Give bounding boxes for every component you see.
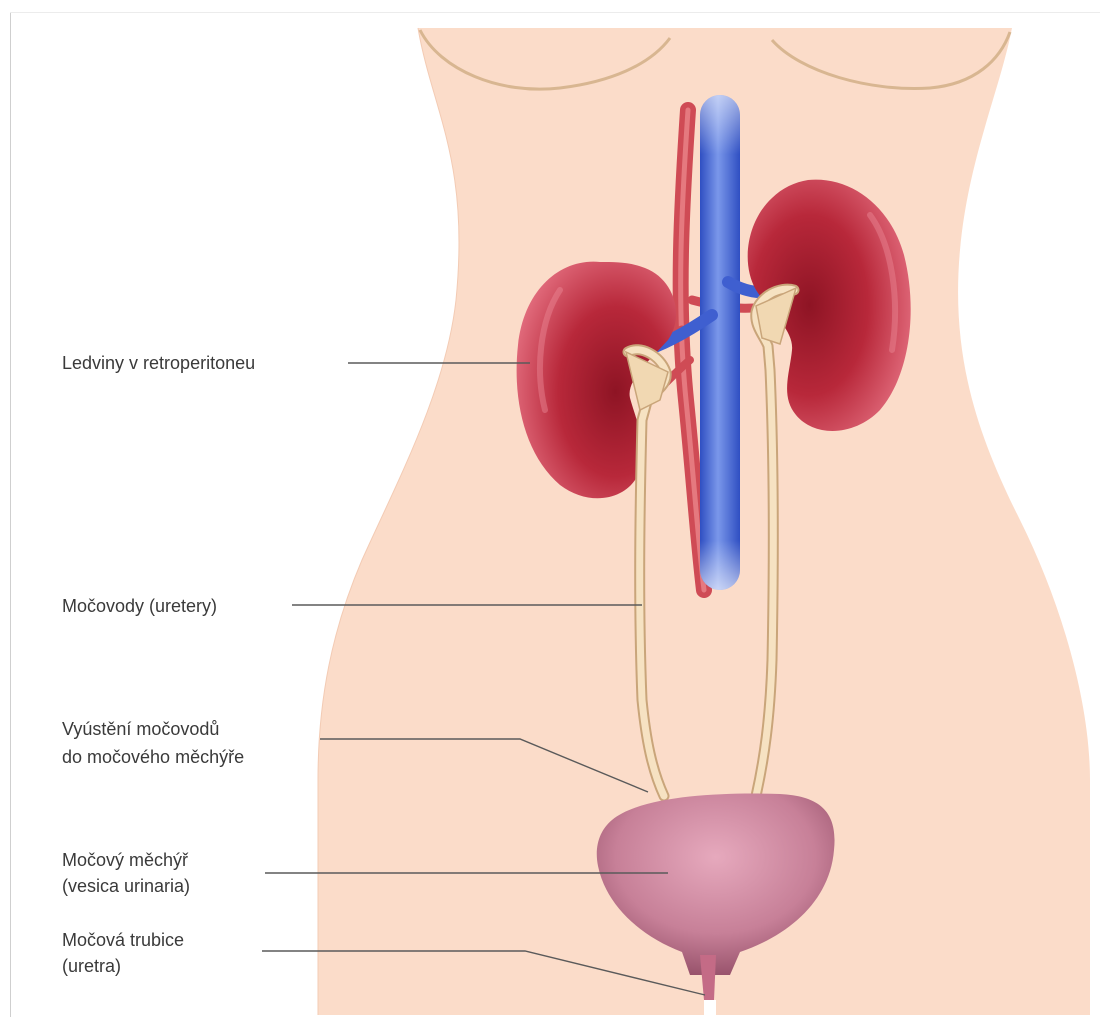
label-kidneys: Ledviny v retroperitoneu bbox=[62, 353, 255, 373]
label-ureters: Močovody (uretery) bbox=[62, 596, 217, 616]
label-bladder-line2: (vesica urinaria) bbox=[62, 876, 190, 896]
label-ureter-openings-line2: do močového měchýře bbox=[62, 747, 244, 767]
top-frame-line bbox=[10, 12, 1100, 13]
label-urethra-line2: (uretra) bbox=[62, 956, 121, 976]
label-bladder-line1: Močový měchýř bbox=[62, 850, 189, 870]
label-ureter-openings-line1: Vyústění močovodů bbox=[62, 719, 219, 739]
label-urethra-line1: Močová trubice bbox=[62, 930, 184, 950]
left-frame-line bbox=[10, 12, 11, 1017]
